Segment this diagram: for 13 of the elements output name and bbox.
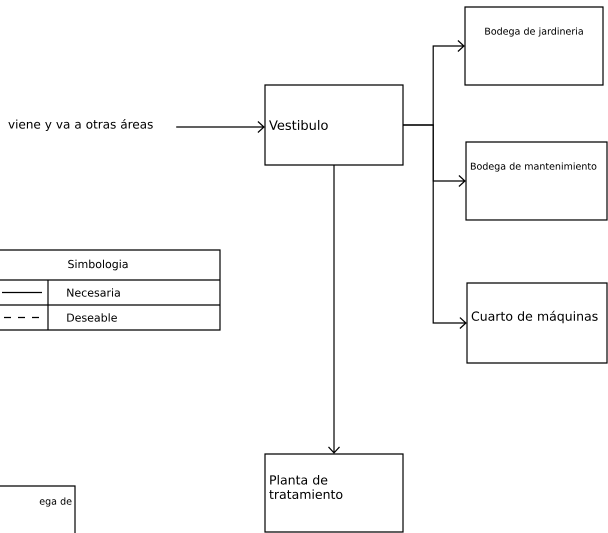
room-box: Vestibulo [264,84,404,166]
arrow [403,124,467,329]
legend-title: Simbologia [68,260,128,270]
text-label: viene y va a otras áreas [8,118,153,132]
arrow [328,165,340,454]
room-box: Bodega de mantenimiento [465,141,608,221]
legend-text: Deseable [67,313,117,322]
room-box: Cuarto de máquinas [466,282,608,364]
room-box: Bodega de jardineria [464,6,604,86]
room-box: ega de [0,485,76,533]
legend-text: Necesaria [67,288,120,297]
arrow [176,121,265,133]
room-box: Planta de tratamiento [264,453,404,533]
